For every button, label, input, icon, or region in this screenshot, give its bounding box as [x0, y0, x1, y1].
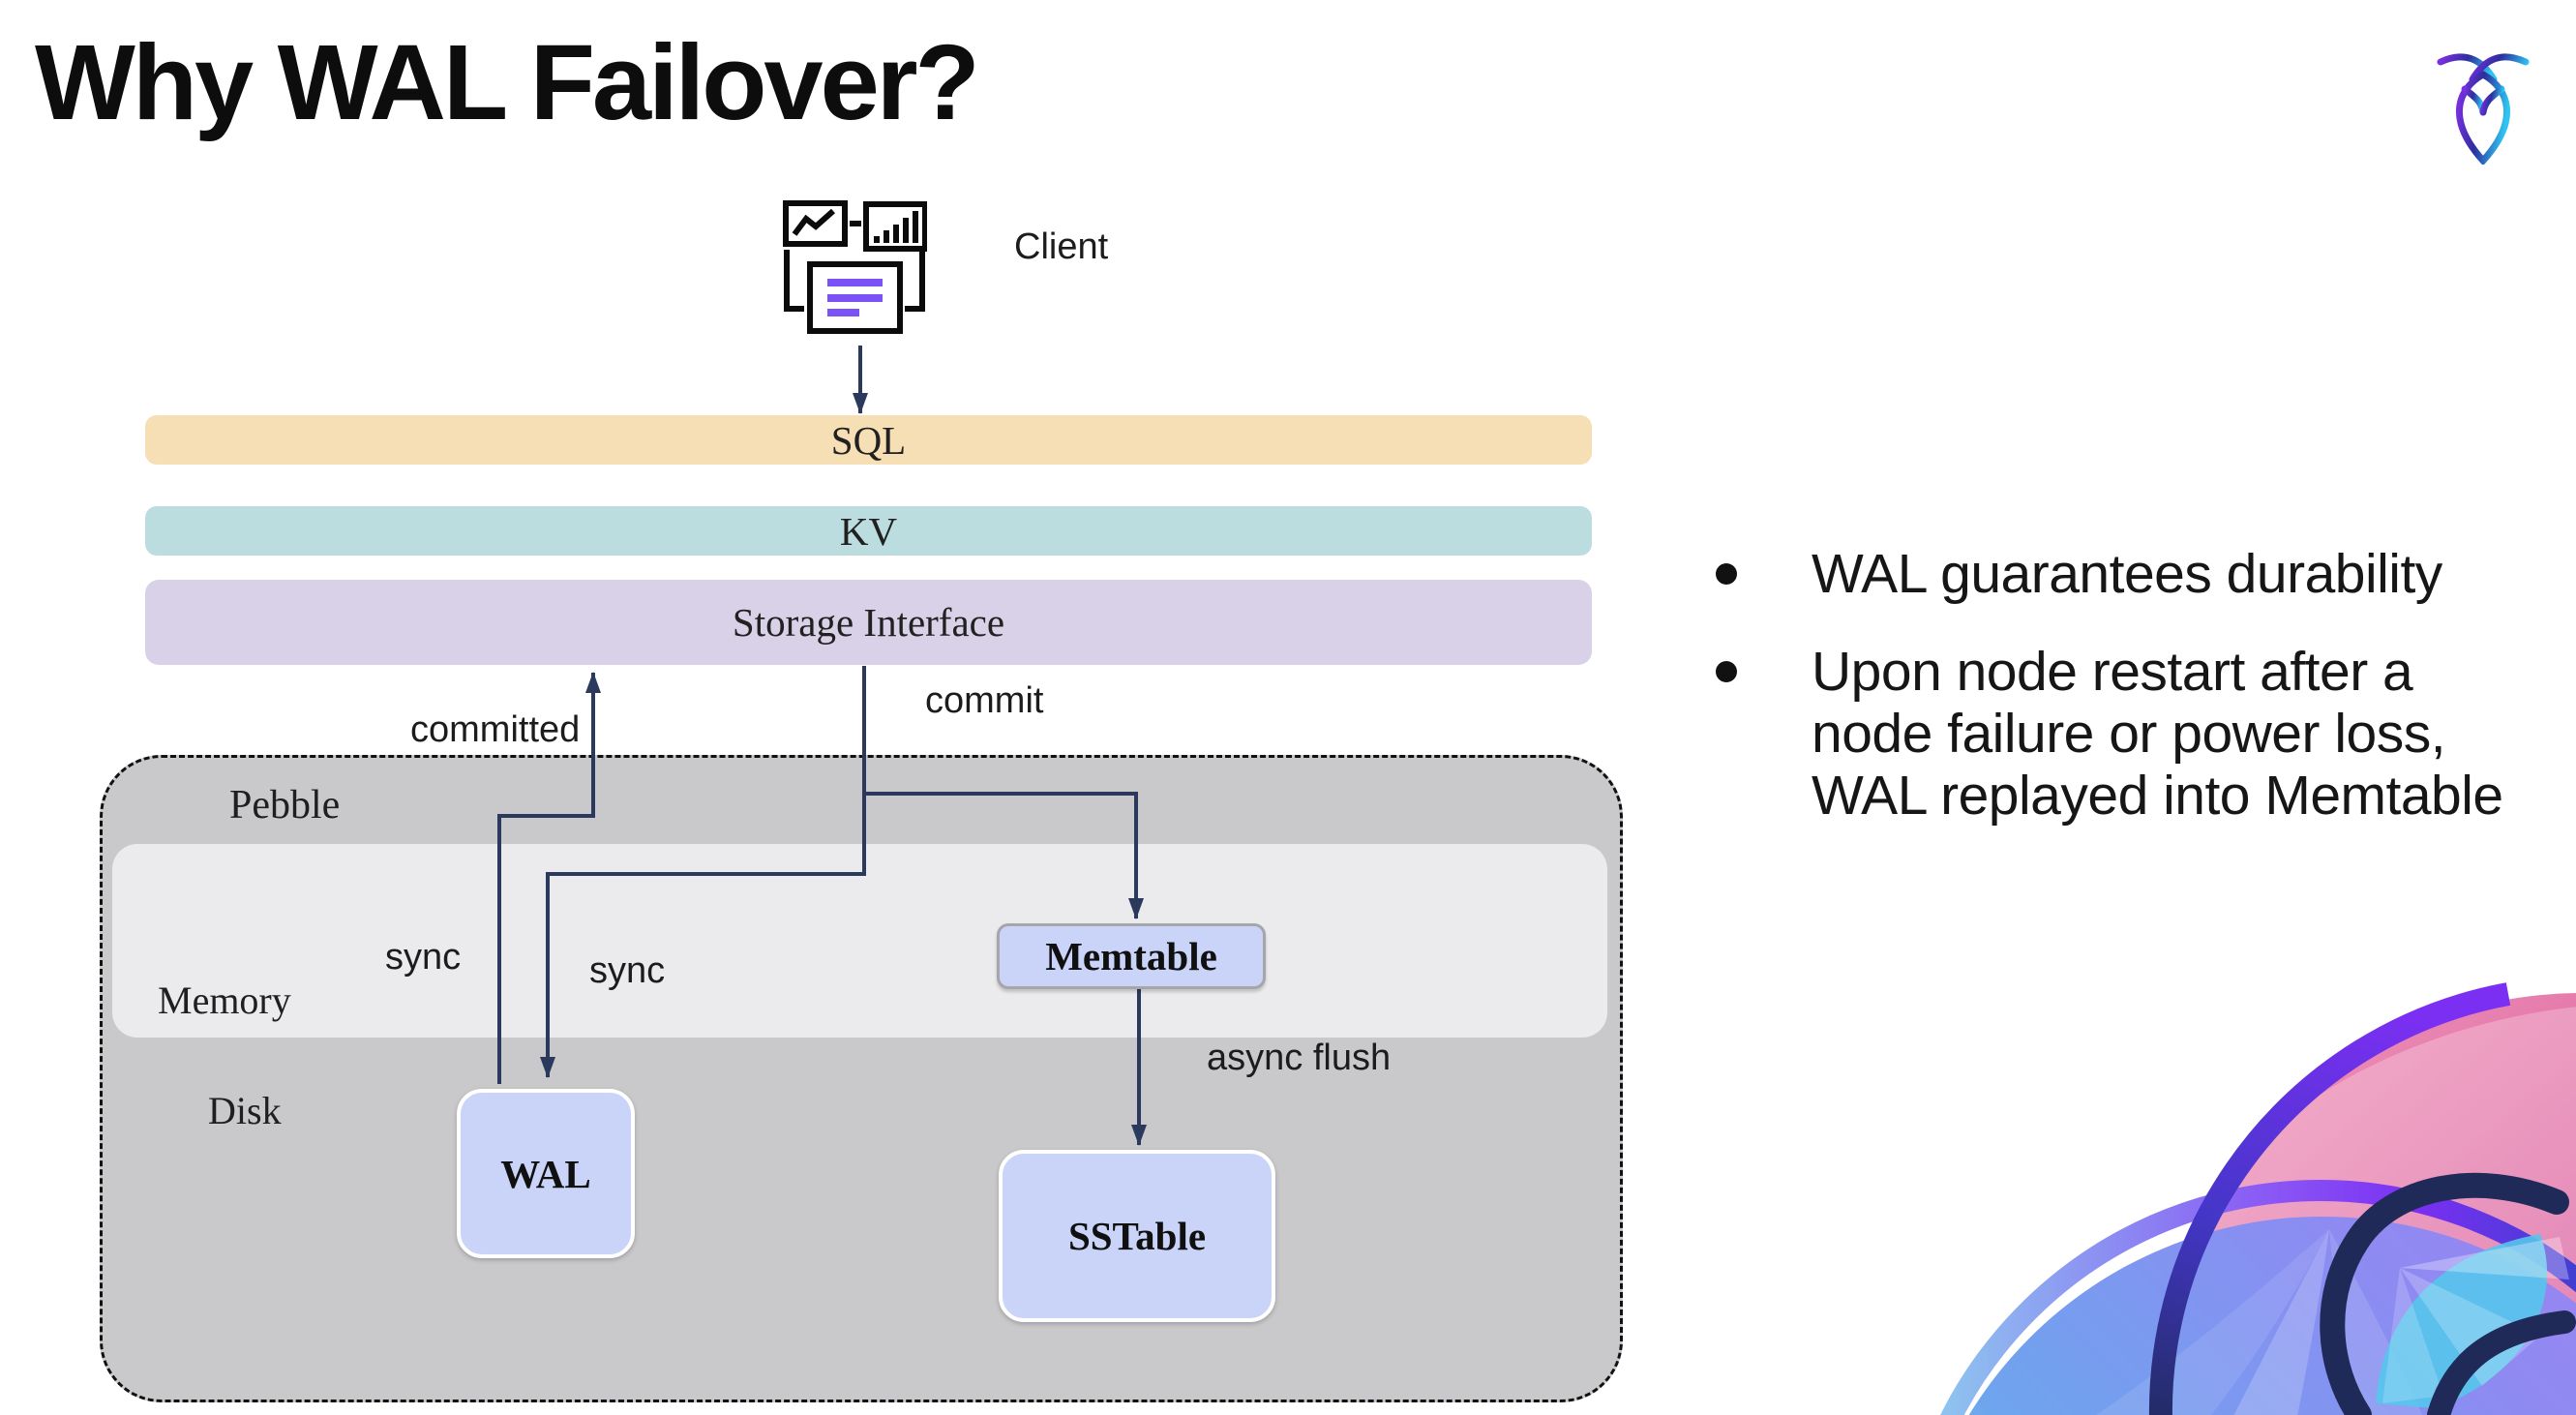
memory-band [112, 844, 1607, 1038]
wal-node: WAL [457, 1089, 635, 1258]
leaf-shapes [2320, 1172, 2576, 1415]
list-item: WAL guarantees durability [1716, 543, 2576, 605]
memtable-node: Memtable [997, 923, 1266, 989]
client-icon [783, 200, 927, 334]
cockroachdb-logo-icon [2437, 53, 2530, 165]
disk-label: Disk [208, 1089, 282, 1132]
sync-label-left: sync [385, 937, 462, 978]
layer-storage-interface-label: Storage Interface [732, 600, 1005, 645]
layer-storage-interface: Storage Interface [145, 580, 1592, 665]
document-icon [784, 250, 925, 334]
sphere-rim-band [1940, 1179, 2576, 1415]
layer-sql-label: SQL [830, 417, 907, 463]
list-item: Upon node restart after a node failure o… [1716, 641, 2576, 827]
wal-label: WAL [500, 1151, 591, 1196]
client-label: Client [1014, 226, 1109, 267]
memory-label: Memory [158, 978, 291, 1022]
bullet-list: WAL guarantees durability Upon node rest… [1716, 543, 2576, 827]
layer-sql: SQL [145, 415, 1592, 465]
dash-icon [850, 221, 861, 226]
chart-line-icon [783, 200, 848, 247]
sstable-node: SSTable [999, 1150, 1275, 1322]
layer-kv-label: KV [839, 508, 898, 554]
bullet-dot [1716, 661, 1737, 682]
sstable-label: SSTable [1067, 1214, 1207, 1258]
arrow-commit-sync-to-wal [540, 666, 866, 1078]
layer-kv: KV [145, 506, 1592, 556]
page-title: Why WAL Failover? [35, 23, 980, 142]
bar-chart-icon [863, 201, 927, 252]
antenna-band [2149, 982, 2511, 1415]
arrow-commit-to-memtable [864, 792, 1144, 919]
cockroachdb-artwork [1940, 982, 2576, 1415]
committed-label: committed [410, 709, 581, 750]
arrow-committed [497, 672, 601, 1084]
sync-label-right: sync [589, 950, 666, 991]
bullet-text: WAL guarantees durability [1812, 543, 2442, 605]
bullet-text: Upon node restart after a node failure o… [1812, 641, 2503, 827]
bullet-dot [1716, 563, 1737, 585]
async-flush-label: async flush [1207, 1038, 1392, 1078]
commit-label: commit [925, 680, 1044, 721]
diagram-arrows [497, 346, 1147, 1146]
pebble-label: Pebble [229, 783, 341, 828]
memtable-label: Memtable [1045, 934, 1217, 978]
